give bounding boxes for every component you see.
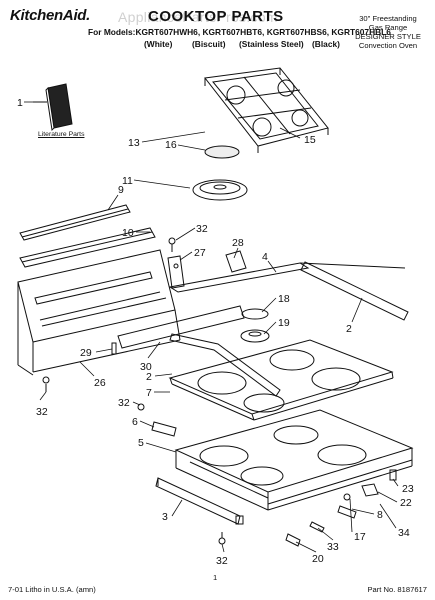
callout-29: 29 <box>80 347 92 359</box>
callout-32-mid: 32 <box>118 397 130 409</box>
brand-logo: KitchenAid. <box>10 7 91 24</box>
callout-23: 23 <box>402 483 414 495</box>
callout-22: 22 <box>400 497 412 509</box>
watermark: AppliancePartsPros.com <box>118 9 278 25</box>
literature-booklet-drawing <box>33 83 73 132</box>
callout-2-front: 2 <box>146 371 152 383</box>
footer-litho: 7-01 Litho in U.S.A. (amn) <box>8 585 96 594</box>
callout-6: 6 <box>132 416 138 428</box>
range-info-line: Convection Oven <box>358 41 418 50</box>
callout-5: 5 <box>138 437 144 449</box>
callout-27: 27 <box>194 247 206 259</box>
callout-32-left: 32 <box>36 406 48 418</box>
callout-18: 18 <box>278 293 290 305</box>
footer-part-number: Part No. 8187617 <box>367 585 427 594</box>
callout-34: 34 <box>398 527 410 539</box>
callout-30: 30 <box>140 361 152 373</box>
callout-10: 10 <box>122 227 134 239</box>
callout-20: 20 <box>312 553 324 565</box>
callout-17: 17 <box>354 531 366 543</box>
callout-4: 4 <box>262 251 268 263</box>
callout-32-bottom: 32 <box>216 555 228 567</box>
color-black: (Black) <box>312 39 340 49</box>
callout-15: 15 <box>304 134 316 146</box>
footer-page-number: 1 <box>213 573 218 582</box>
callout-28: 28 <box>232 237 244 249</box>
range-info: 30" Freestanding Gas Range DESIGNER STYL… <box>348 14 428 50</box>
callout-32-upper: 32 <box>196 223 208 235</box>
callout-16: 16 <box>165 139 177 151</box>
callout-33: 33 <box>327 541 339 553</box>
callout-9: 9 <box>118 184 124 196</box>
callout-26: 26 <box>94 377 106 389</box>
callout-1: 1 <box>17 97 23 109</box>
color-biscuit: (Biscuit) <box>192 39 226 49</box>
color-stainless: (Stainless Steel) <box>239 39 304 49</box>
models-line: For Models:KGRT607HWH6, KGRT607HBT6, KGR… <box>88 27 391 37</box>
callout-8: 8 <box>377 509 383 521</box>
literature-parts-label: Literature Parts <box>38 131 85 138</box>
callout-11: 11 <box>122 175 133 187</box>
color-white: (White) <box>144 39 173 49</box>
grate-drawing <box>204 67 329 153</box>
range-info-line: 30" Freestanding <box>359 14 417 23</box>
callout-3: 3 <box>162 511 168 523</box>
callout-7: 7 <box>146 387 152 399</box>
callout-13: 13 <box>128 137 140 149</box>
range-info-line: DESIGNER STYLE <box>355 32 421 41</box>
callout-2-right: 2 <box>346 323 352 335</box>
page-title: COOKTOP PARTS <box>148 8 284 25</box>
callout-19: 19 <box>278 317 290 329</box>
range-info-line: Gas Range <box>368 23 408 32</box>
